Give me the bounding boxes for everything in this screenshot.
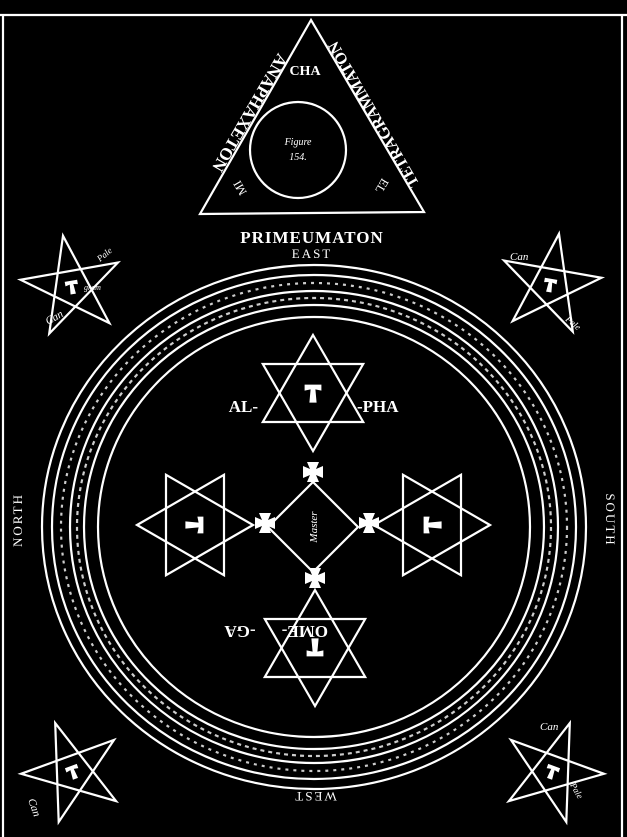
label-primeumaton: PRIMEUMATON xyxy=(240,228,384,247)
pentagram-word-tl: Can xyxy=(44,308,66,328)
pentagram-top-right xyxy=(500,230,606,335)
pentagram-bottom-left xyxy=(17,719,120,826)
outer-rings xyxy=(40,263,588,791)
hexagram-bottom-tau-cross-icon xyxy=(306,638,324,657)
figure-label: Figure xyxy=(284,137,312,148)
pentagram-word-tl2: Pale xyxy=(94,245,114,264)
hexagram-right-tau-cross-icon xyxy=(423,516,442,534)
cross-left-icon xyxy=(255,513,275,533)
hexagram-bottom-triangle-up xyxy=(262,617,368,709)
label-pha: -PHA xyxy=(357,397,399,416)
pentagram-word-br: Can xyxy=(540,721,559,733)
hexagram-top-tau-cross-icon xyxy=(304,384,322,403)
label-west: WEST xyxy=(293,789,336,804)
pentagram-top-left xyxy=(16,232,122,337)
pentagram-bottom-right xyxy=(505,719,608,826)
hexagram-left-tau-cross-icon xyxy=(185,516,204,534)
label-east: EAST xyxy=(292,246,333,261)
label-ga: -GA xyxy=(224,622,256,641)
corner-el: EL xyxy=(372,176,391,196)
cross-top-icon xyxy=(303,462,323,482)
pentagram-word-tl3: gram xyxy=(84,283,101,292)
label-north: NORTH xyxy=(10,493,25,547)
hexagram-bottom-triangle-down xyxy=(262,587,368,679)
pentagram-top-left-tau-cross-icon xyxy=(64,279,78,295)
label-al: AL- xyxy=(229,397,259,416)
hexagram-top-triangle-up xyxy=(260,332,366,424)
triangle-seal: Figure 154. CHA MI EL ANAPHAXETON TETRAG… xyxy=(198,17,426,216)
label-master: Master xyxy=(308,511,320,544)
hexagram-left-triangle-up xyxy=(164,472,256,578)
corner-mi: MI xyxy=(230,178,249,198)
corner-cha: CHA xyxy=(289,64,321,79)
hexagram-left-triangle-down xyxy=(134,472,226,578)
figure-number: 154. xyxy=(289,152,307,163)
hexagram-right-triangle-down xyxy=(401,472,493,578)
label-south: SOUTH xyxy=(603,493,618,546)
hexagram-top-triangle-down xyxy=(260,362,366,454)
cross-right-icon xyxy=(359,513,379,533)
pentagram-bottom-left-tau-cross-icon xyxy=(64,763,79,780)
pentagram-word-bl: Can xyxy=(25,797,43,819)
pentagram-word-tr: Can xyxy=(510,251,529,263)
pentagram-top-right-tau-cross-icon xyxy=(544,277,558,293)
cross-bottom-icon xyxy=(305,568,325,588)
pentagram-bottom-right-tau-cross-icon xyxy=(546,763,561,780)
hexagram-right-triangle-up xyxy=(371,472,463,578)
side-tetragrammaton: TETRAGRAMMATON xyxy=(325,38,423,190)
